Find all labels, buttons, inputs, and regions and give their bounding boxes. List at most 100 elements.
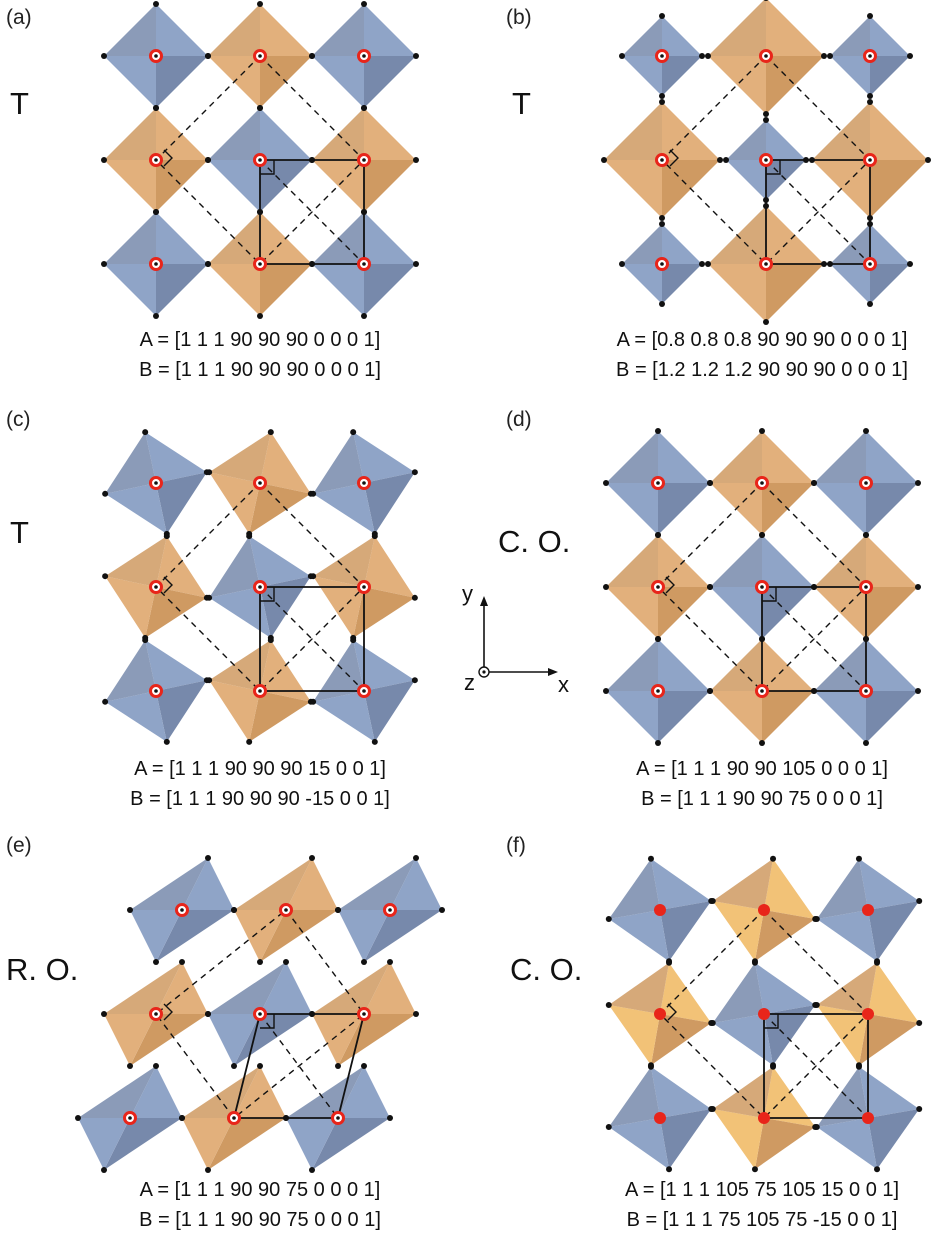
octahedron-face-a-8 bbox=[312, 264, 364, 316]
panel-label-b: (b) bbox=[506, 6, 532, 29]
octahedron-face-c-6 bbox=[156, 680, 207, 742]
octahedron-face-d-6 bbox=[606, 691, 658, 743]
octahedra-lattice-b bbox=[601, 0, 931, 325]
octahedron-face-f-4 bbox=[764, 1005, 816, 1066]
octahedron-face-a-8 bbox=[364, 264, 416, 316]
params-line-b-b: B = [1.2 1.2 1.2 90 90 90 0 0 0 1] bbox=[616, 359, 908, 381]
params-line-a-a: A = [1 1 1 90 90 90 0 0 0 1] bbox=[140, 329, 381, 351]
apex-atom bbox=[659, 13, 665, 19]
b-site-core bbox=[764, 262, 768, 266]
octahedra-lattice-e bbox=[75, 855, 445, 1173]
apex-atom bbox=[811, 584, 817, 590]
apex-atom bbox=[205, 53, 211, 59]
b-site-core bbox=[656, 689, 660, 693]
apex-atom bbox=[231, 1063, 237, 1069]
octahedron-face-e-4 bbox=[260, 962, 312, 1014]
octahedron-face-a-7 bbox=[260, 264, 312, 316]
octahedron-face-d-1 bbox=[762, 431, 814, 483]
octahedron-face-f-0 bbox=[608, 910, 669, 962]
apex-atom bbox=[361, 105, 367, 111]
octahedron-face-b-3 bbox=[604, 160, 662, 218]
apex-atom bbox=[153, 1, 159, 7]
apex-atom bbox=[413, 855, 419, 861]
apex-atom bbox=[813, 1124, 820, 1131]
octahedron-face-b-3 bbox=[662, 102, 720, 160]
phase-label-b: T bbox=[512, 86, 531, 121]
apex-atom bbox=[809, 157, 815, 163]
b-site-core bbox=[180, 908, 184, 912]
apex-atom bbox=[413, 157, 419, 163]
apex-atom bbox=[310, 698, 317, 705]
b-site-core bbox=[868, 262, 872, 266]
apex-atom bbox=[867, 221, 873, 227]
octahedron-face-c-8 bbox=[364, 680, 415, 742]
right-angle-marker bbox=[260, 587, 275, 602]
apex-atom bbox=[257, 105, 263, 111]
apex-atom bbox=[361, 1, 367, 7]
right-angle-marker bbox=[260, 1014, 275, 1029]
apex-atom bbox=[763, 111, 769, 117]
apex-atom bbox=[603, 688, 609, 694]
octahedron-face-f-2 bbox=[816, 858, 868, 919]
octahedron-face-f-3 bbox=[608, 962, 669, 1014]
apex-atom bbox=[763, 117, 769, 123]
octahedron-face-b-1 bbox=[766, 0, 824, 56]
octahedron-face-b-7 bbox=[766, 264, 824, 322]
b-site-core bbox=[336, 1116, 340, 1120]
apex-atom bbox=[699, 261, 705, 267]
apex-atom bbox=[127, 907, 133, 913]
apex-atom bbox=[310, 490, 317, 497]
phase-label-a: T bbox=[10, 86, 29, 121]
octahedron-face-a-4 bbox=[260, 108, 312, 160]
octahedron-face-f-6 bbox=[608, 1066, 660, 1127]
octahedron-face-b-2 bbox=[830, 56, 870, 96]
apex-atom bbox=[915, 688, 921, 694]
octahedron-face-e-6 bbox=[78, 1066, 156, 1118]
apex-atom bbox=[916, 1020, 923, 1027]
apex-atom bbox=[659, 215, 665, 221]
apex-atom bbox=[335, 907, 341, 913]
octahedron-face-b-7 bbox=[708, 264, 766, 322]
octahedron-face-f-7 bbox=[712, 1066, 773, 1118]
b-site-core bbox=[258, 262, 262, 266]
apex-atom bbox=[361, 209, 367, 215]
apex-atom bbox=[350, 637, 357, 644]
octahedron-face-b-8 bbox=[830, 224, 870, 264]
apex-atom bbox=[153, 209, 159, 215]
octahedron-face-f-4 bbox=[712, 1014, 773, 1066]
octahedron-face-a-0 bbox=[156, 4, 208, 56]
b-site-core bbox=[660, 158, 664, 162]
apex-atom bbox=[803, 157, 809, 163]
apex-atom bbox=[907, 261, 913, 267]
octahedron-face-a-8 bbox=[364, 212, 416, 264]
apex-atom bbox=[759, 740, 765, 746]
apex-atom bbox=[813, 916, 820, 923]
apex-atom bbox=[102, 573, 109, 580]
apex-atom bbox=[605, 916, 612, 923]
supercell-diagonal bbox=[763, 1013, 869, 1119]
apex-atom bbox=[163, 533, 170, 540]
apex-atom bbox=[127, 1063, 133, 1069]
octahedron-face-b-0 bbox=[622, 56, 662, 96]
y-axis-label: y bbox=[462, 581, 473, 606]
angle-marker bbox=[163, 1003, 173, 1021]
b-site-core bbox=[362, 54, 366, 58]
b-site-core bbox=[258, 585, 262, 589]
octahedron-face-f-7 bbox=[764, 1066, 816, 1127]
octahedron-face-f-8 bbox=[816, 1118, 877, 1170]
octahedron-face-a-3 bbox=[104, 108, 156, 160]
apex-atom bbox=[709, 1105, 716, 1112]
apex-atom bbox=[142, 429, 149, 436]
octahedron-face-b-2 bbox=[870, 16, 910, 56]
b-site-core bbox=[154, 262, 158, 266]
params-line-b-e: B = [1 1 1 90 90 75 0 0 0 1] bbox=[139, 1209, 381, 1231]
x-axis-arrowhead bbox=[548, 668, 558, 676]
apex-atom bbox=[813, 1001, 820, 1008]
octahedron-face-d-0 bbox=[606, 431, 658, 483]
octahedron-face-c-2 bbox=[353, 432, 415, 483]
octahedron-face-f-5 bbox=[859, 1014, 920, 1066]
b-site-core bbox=[760, 689, 764, 693]
octahedron-face-c-2 bbox=[313, 432, 364, 494]
apex-atom bbox=[763, 203, 769, 209]
